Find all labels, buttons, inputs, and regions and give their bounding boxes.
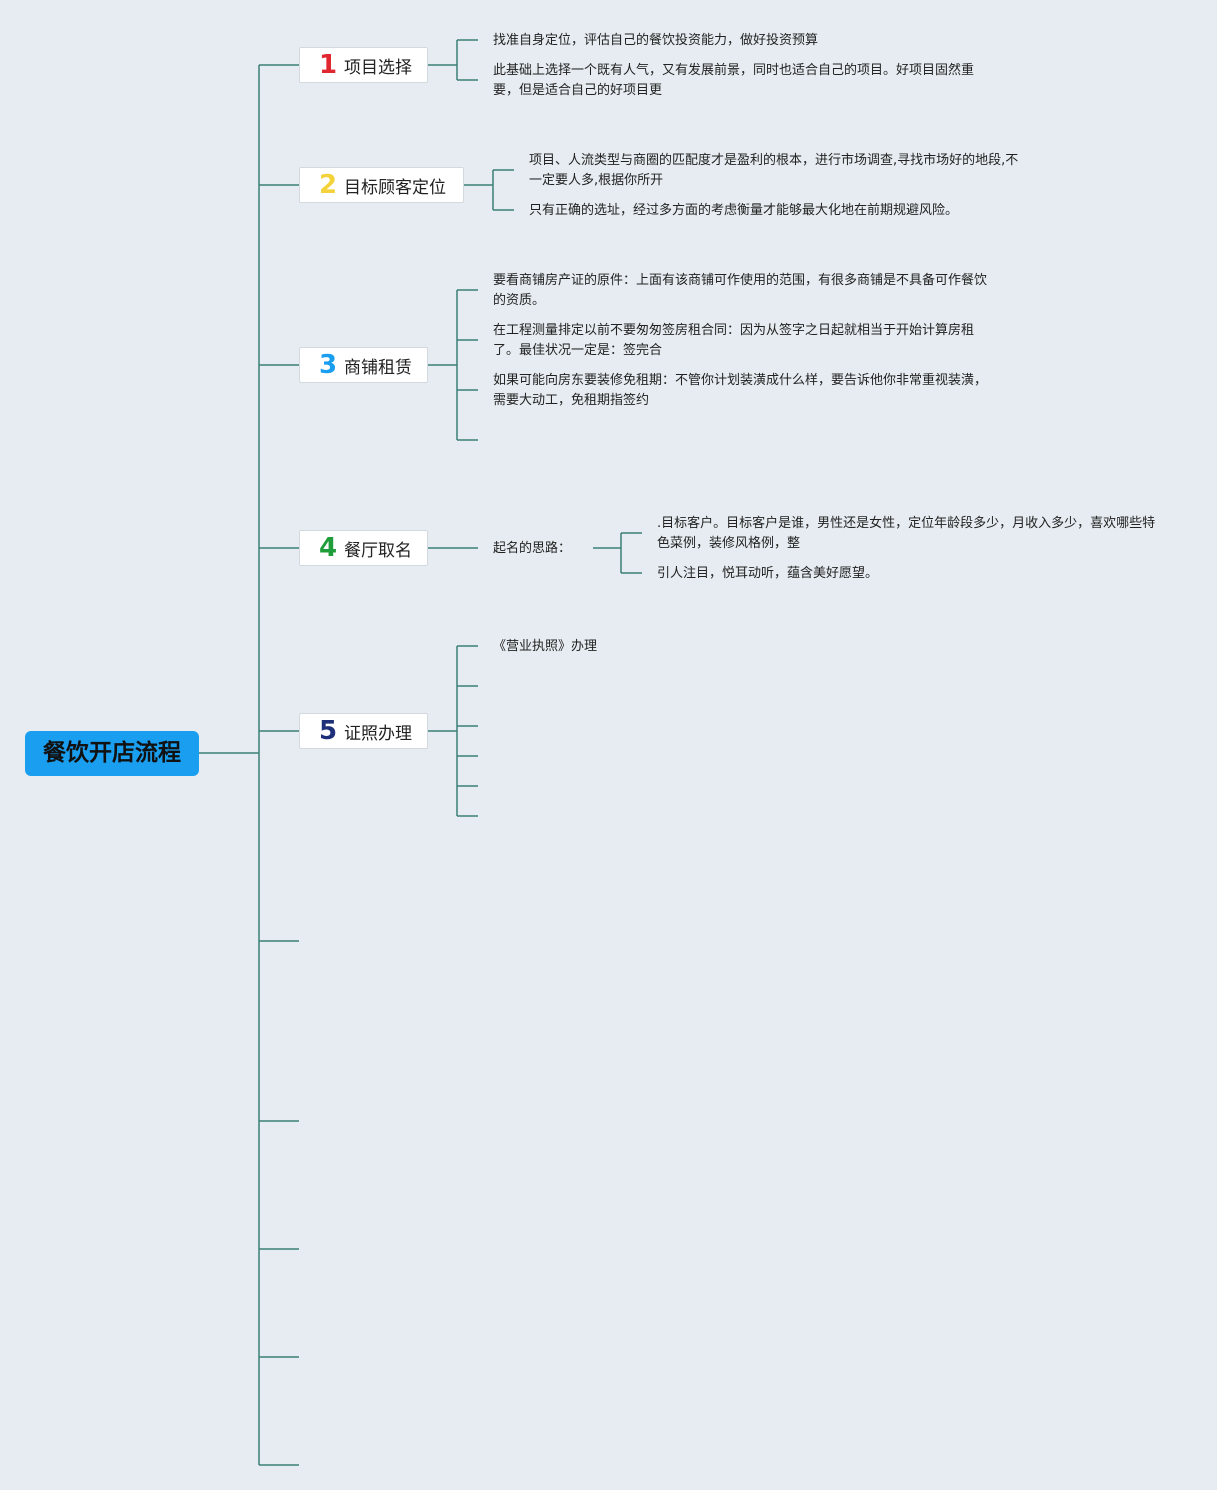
branch-node-4[interactable]: 4 餐厅取名 <box>299 530 428 566</box>
leaf-2-1[interactable]: 项目、人流类型与商圈的匹配度才是盈利的根本，进行市场调查,寻找市场好的地段,不一… <box>529 153 1019 188</box>
sub-node-naming-ideas[interactable]: 起名的思路： <box>493 541 572 556</box>
branch-number-1: 1 <box>318 50 338 80</box>
branch-node-5[interactable]: 5 证照办理 <box>299 713 428 749</box>
branch-label-4: 餐厅取名 <box>344 540 412 561</box>
branch-node-3[interactable]: 3 商铺租赁 <box>299 347 428 383</box>
root-node[interactable]: 餐饮开店流程 <box>25 731 199 776</box>
leaf-3-2[interactable]: 在工程测量排定以前不要匆匆签房租合同：因为从签字之日起就相当于开始计算房租了。最… <box>493 323 975 358</box>
branch-number-4: 4 <box>318 533 338 563</box>
branch-number-3: 3 <box>318 350 338 380</box>
branch-node-2[interactable]: 2 目标顾客定位 <box>299 167 464 203</box>
leaf-4-1[interactable]: .目标客户。目标客户是谁，男性还是女性，定位年龄段多少，月收入多少，喜欢哪些特色… <box>657 516 1156 551</box>
leaf-3-1[interactable]: 要看商铺房产证的原件：上面有该商铺可作使用的范围，有很多商铺是不具备可作餐饮的资… <box>493 273 988 308</box>
leaf-1-2[interactable]: 此基础上选择一个既有人气，又有发展前景，同时也适合自己的项目。好项目固然重要，但… <box>493 63 975 98</box>
branch-node-1[interactable]: 1 项目选择 <box>299 47 428 83</box>
leaf-1-1[interactable]: 找准自身定位，评估自己的餐饮投资能力，做好投资预算 <box>493 33 819 48</box>
branch-label-1: 项目选择 <box>344 57 412 78</box>
branch-number-5: 5 <box>318 716 338 746</box>
branch-label-5: 证照办理 <box>344 723 412 744</box>
branch-label-2: 目标顾客定位 <box>344 177 446 198</box>
branch-number-2: 2 <box>318 170 338 200</box>
leaf-5-1[interactable]: 《营业执照》办理 <box>493 639 598 654</box>
branch-label-3: 商铺租赁 <box>344 357 412 378</box>
leaf-3-3[interactable]: 如果可能向房东要装修免租期：不管你计划装潢成什么样，要告诉他你非常重视装潢，需要… <box>493 373 988 408</box>
leaf-2-2[interactable]: 只有正确的选址，经过多方面的考虑衡量才能够最大化地在前期规避风险。 <box>529 203 959 218</box>
leaf-4-2[interactable]: 引人注目，悦耳动听，蕴含美好愿望。 <box>657 566 879 581</box>
